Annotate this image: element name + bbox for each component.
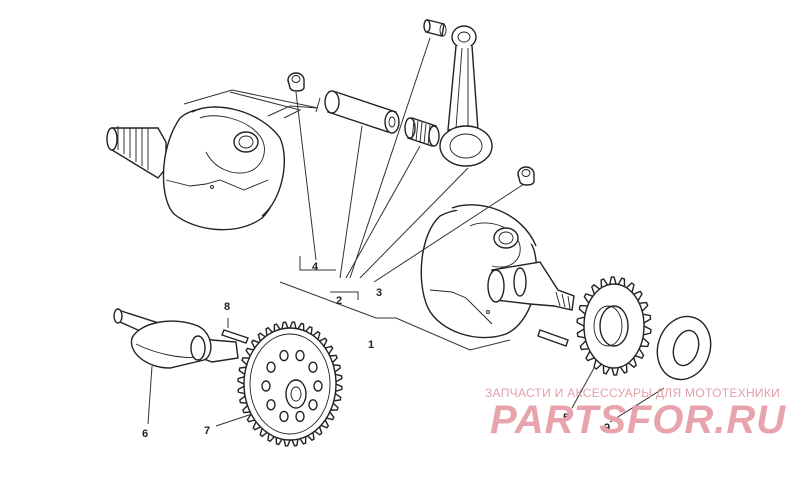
crank-pin-bush-right — [517, 166, 535, 186]
callout-8: 8 — [224, 301, 230, 313]
left-crank-half — [106, 106, 286, 231]
callout-4: 4 — [312, 261, 319, 273]
thrust-washer — [656, 315, 712, 381]
gear-lightening-hole — [261, 380, 271, 392]
callout-6: 6 — [142, 428, 148, 440]
callout-5: 5 — [563, 412, 569, 424]
crank-pin — [324, 90, 400, 134]
dowel-pin — [221, 329, 249, 344]
gear-lightening-hole — [295, 349, 305, 362]
gear-lightening-hole — [313, 380, 323, 392]
callout-3: 3 — [376, 287, 382, 299]
needle-bearing — [404, 117, 440, 147]
connecting-rod — [439, 25, 493, 167]
gear-lightening-hole — [308, 399, 318, 411]
callout-7: 7 — [204, 425, 210, 437]
right-crank-half — [420, 204, 575, 339]
small-end-bush — [423, 19, 447, 37]
callout-9: 9 — [604, 422, 610, 434]
gear-lightening-hole — [279, 349, 289, 362]
balancer-gear — [237, 321, 343, 447]
gear-lightening-hole — [308, 361, 318, 373]
callout-1: 1 — [368, 339, 374, 351]
timing-sprocket — [576, 276, 652, 376]
callout-2: 2 — [336, 295, 342, 307]
gear-lightening-hole — [279, 410, 289, 423]
balancer-shaft — [113, 308, 239, 369]
leader-lines — [147, 37, 665, 427]
gear-lightening-hole — [266, 399, 276, 411]
watermark-logo: PARTSFOR.RU — [490, 398, 787, 442]
gear-lightening-hole — [266, 361, 276, 373]
woodruff-key-right — [537, 329, 569, 347]
crank-pin-bush-top — [287, 72, 305, 92]
watermark-tagline: ЗАПЧАСТИ И АКСЕССУАРЫ ДЛЯ МОТОТЕХНИКИ — [485, 386, 781, 400]
gear-lightening-hole — [295, 410, 305, 423]
